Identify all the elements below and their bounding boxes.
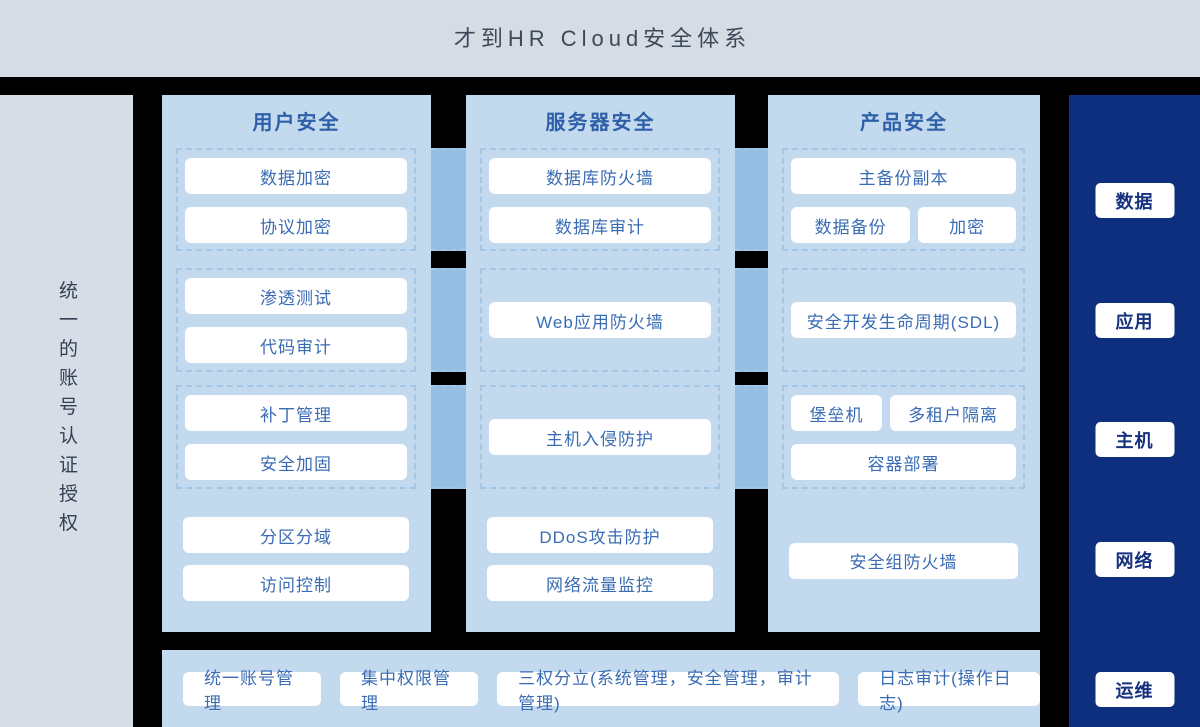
connector-col2-col3-row1 (735, 148, 768, 251)
right-panel-layers: 数据 应用 主机 网络 运维 (1069, 95, 1200, 727)
card-log-audit: 日志审计(操作日志) (858, 669, 1041, 713)
card-network-traffic-monitoring: 网络流量监控 (487, 565, 713, 601)
card-security-hardening: 安全加固 (185, 444, 407, 480)
card-multi-tenant-isolation: 多租户隔离 (890, 395, 1016, 431)
group-product-network: 安全组防火墙 (782, 489, 1025, 632)
card-data-encryption: 数据加密 (185, 158, 407, 194)
group-product-sdl: 安全开发生命周期(SDL) (782, 268, 1025, 372)
group-server-network: DDoS攻击防护 网络流量监控 (480, 489, 720, 632)
card-security-group-firewall: 安全组防火墙 (789, 542, 1018, 579)
card-unified-account-management: 统一账号管理 (183, 669, 322, 713)
card-code-audit: 代码审计 (185, 327, 407, 363)
column-product-security: 产品安全 主备份副本 数据备份 加密 安全开发生命周期(SDL) 堡垒机 多租户… (768, 95, 1040, 632)
card-database-firewall: 数据库防火墙 (489, 158, 711, 194)
column-title-server-security: 服务器安全 (545, 112, 656, 134)
group-user-data-encryption: 数据加密 协议加密 (176, 148, 416, 251)
card-database-audit: 数据库审计 (489, 207, 711, 243)
card-access-control: 访问控制 (183, 565, 409, 601)
group-user-testing: 渗透测试 代码审计 (176, 268, 416, 372)
card-protocol-encryption: 协议加密 (185, 207, 407, 243)
column-title-user-security: 用户安全 (252, 112, 341, 134)
card-centralized-permission-management: 集中权限管理 (340, 669, 479, 713)
group-product-deployment: 堡垒机 多租户隔离 容器部署 (782, 385, 1025, 489)
card-host-intrusion-protection: 主机入侵防护 (489, 419, 711, 455)
card-container-deployment: 容器部署 (791, 444, 1016, 480)
left-panel-unified-auth: 统一的账号认证授权 (0, 95, 133, 727)
connector-col1-col2-row2 (431, 268, 466, 372)
connector-col1-col2-row3 (431, 385, 466, 489)
badge-application-layer: 应用 (1095, 303, 1174, 338)
badge-operations-layer: 运维 (1095, 672, 1174, 707)
group-server-database: 数据库防火墙 数据库审计 (480, 148, 720, 251)
card-separation-of-powers: 三权分立(系统管理，安全管理，审计管理) (497, 669, 840, 713)
card-row-backup: 数据备份 加密 (791, 207, 1016, 243)
group-user-access: 分区分域 访问控制 (176, 489, 416, 632)
card-zone-partition: 分区分域 (183, 517, 409, 553)
bottom-bar-account-governance: 统一账号管理 集中权限管理 三权分立(系统管理，安全管理，审计管理) 日志审计(… (162, 650, 1041, 727)
card-encryption: 加密 (918, 207, 1016, 243)
card-web-application-firewall: Web应用防火墙 (489, 302, 711, 338)
connector-col2-col3-row2 (735, 268, 768, 372)
left-panel-vertical-label: 统一的账号认证授权 (56, 280, 77, 542)
card-row-isolation: 堡垒机 多租户隔离 (791, 395, 1016, 431)
group-product-backup: 主备份副本 数据备份 加密 (782, 148, 1025, 251)
card-penetration-testing: 渗透测试 (185, 278, 407, 314)
card-primary-backup-replica: 主备份副本 (791, 158, 1016, 194)
badge-data-layer: 数据 (1095, 183, 1174, 218)
column-title-product-security: 产品安全 (860, 112, 948, 134)
connector-col1-col2-row1 (431, 148, 466, 251)
badge-host-layer: 主机 (1095, 422, 1174, 457)
connector-col2-col3-row3 (735, 385, 768, 489)
column-user-security: 用户安全 数据加密 协议加密 渗透测试 代码审计 补丁管理 安全加固 分区分域 … (162, 95, 431, 632)
card-ddos-protection: DDoS攻击防护 (487, 517, 713, 553)
badge-network-layer: 网络 (1095, 542, 1174, 577)
page-header: 才到HR Cloud安全体系 (0, 0, 1200, 77)
card-bastion-host: 堡垒机 (791, 395, 883, 431)
card-data-backup: 数据备份 (791, 207, 911, 243)
page-title: 才到HR Cloud安全体系 (453, 26, 752, 51)
group-user-hardening: 补丁管理 安全加固 (176, 385, 416, 489)
card-secure-development-lifecycle: 安全开发生命周期(SDL) (791, 302, 1016, 338)
column-server-security: 服务器安全 数据库防火墙 数据库审计 Web应用防火墙 主机入侵防护 DDoS攻… (466, 95, 735, 632)
group-server-host: 主机入侵防护 (480, 385, 720, 489)
card-patch-management: 补丁管理 (185, 395, 407, 431)
group-server-waf: Web应用防火墙 (480, 268, 720, 372)
